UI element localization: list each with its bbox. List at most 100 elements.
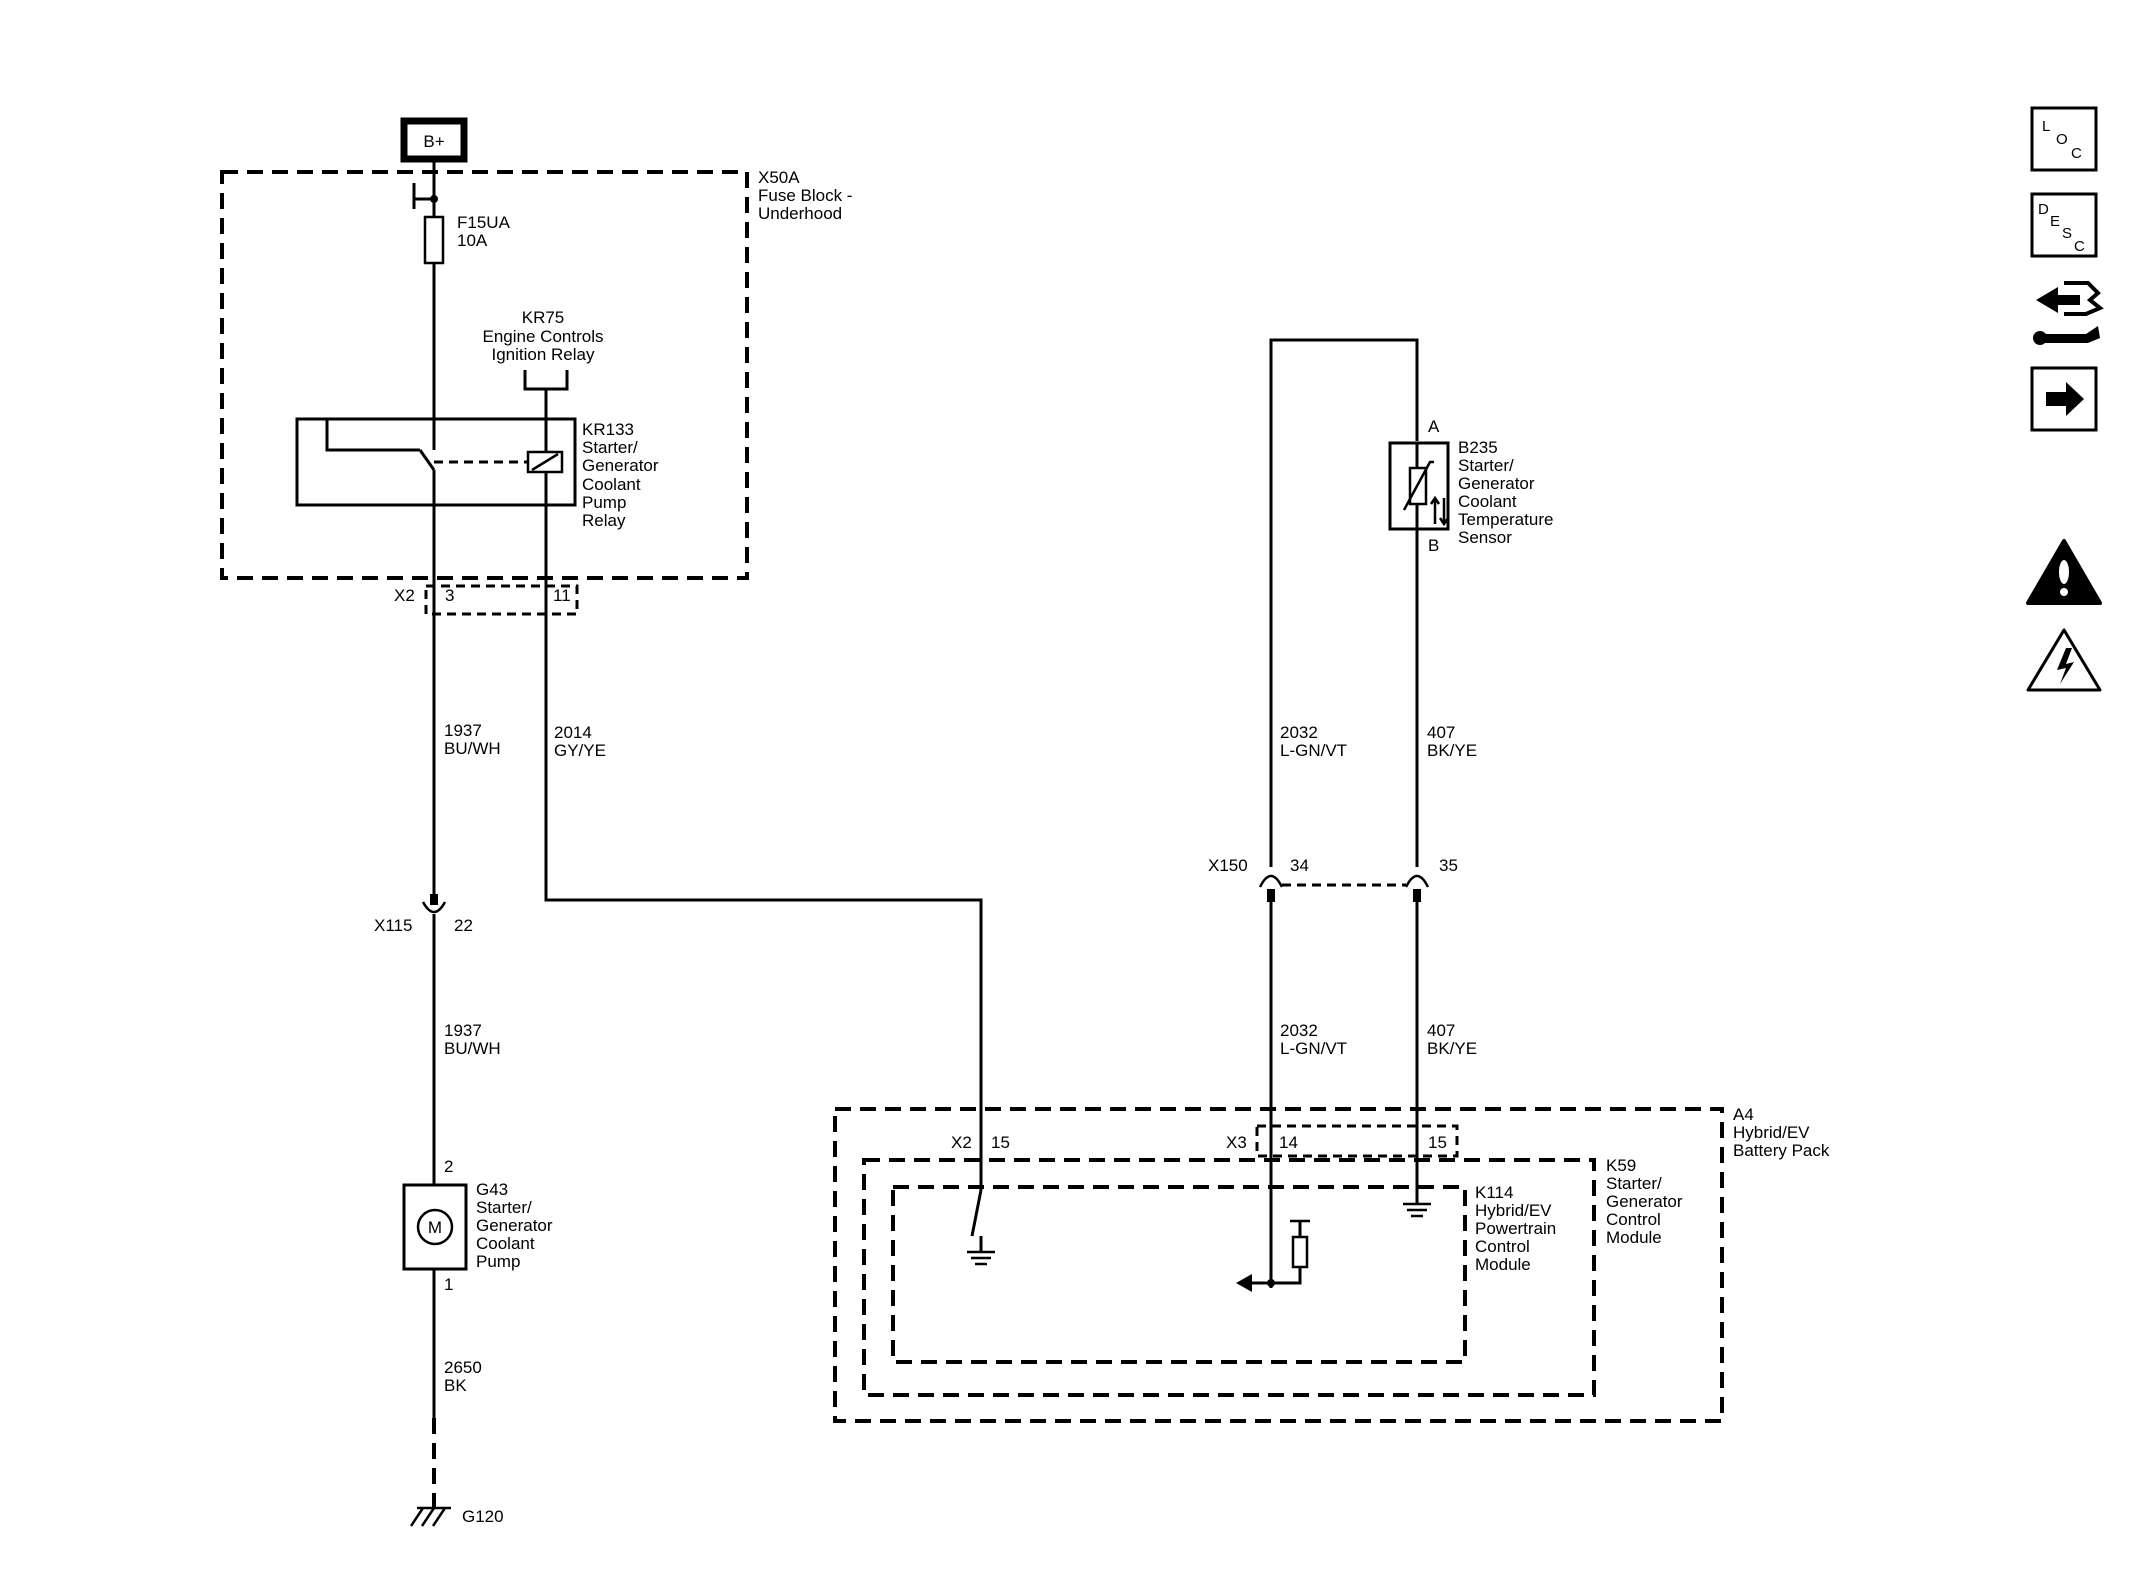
x115-id: X115 [374,916,412,935]
svg-text:Sensor: Sensor [1458,528,1512,547]
pack-x3-pin-14: 14 [1279,1133,1298,1152]
svg-text:C: C [2074,238,2085,255]
signal-input-arrow-icon [1236,1274,1252,1292]
wire-1937-color: BU/WH [444,739,501,758]
battery-pack-label: A4 Hybrid/EV Battery Pack [1733,1105,1830,1160]
relay-kr133-box [295,417,577,507]
fuse-block-name-2: Underhood [758,204,842,223]
pack-x2-pin: 15 [991,1133,1010,1152]
x150-socket-34 [1258,874,1284,888]
svg-text:Hybrid/EV: Hybrid/EV [1733,1123,1810,1142]
fuse-block-x2-connector [424,584,579,616]
x150-pin-35 [1413,889,1421,902]
sensor-pin-b: B [1428,536,1439,555]
fuse-id: F15UA [457,213,511,232]
svg-text:Hybrid/EV: Hybrid/EV [1475,1201,1552,1220]
x150-id: X150 [1208,856,1248,875]
x2-id: X2 [394,586,415,605]
x150-pin-34-num: 34 [1290,856,1309,875]
x150-pin-35-num: 35 [1439,856,1458,875]
svg-text:Coolant: Coolant [1458,492,1517,511]
svg-text:Powertrain: Powertrain [1475,1219,1556,1238]
pack-x3-pin-15: 15 [1428,1133,1447,1152]
sensor-loop-wire [1269,338,1419,867]
thermistor-slash [1402,460,1434,511]
svg-text:L: L [2042,118,2050,135]
kr75-line2: Ignition Relay [491,345,595,364]
svg-text:Control: Control [1606,1210,1661,1229]
description-icon[interactable]: D E S C [2030,192,2098,258]
wire-2032-color: L-GN/VT [1280,741,1347,760]
svg-text:Temperature: Temperature [1458,510,1553,529]
wire-1937b-circuit: 1937 [444,1021,482,1040]
fuse-rating: 10A [457,231,488,250]
svg-text:Generator: Generator [1606,1192,1683,1211]
svg-text:K114: K114 [1475,1183,1513,1202]
x2-pin-11: 11 [553,586,571,605]
kr75-bracket [523,370,569,391]
svg-text:Relay: Relay [582,511,626,530]
wire-2032-circuit: 2032 [1280,723,1318,742]
wire-2650-color: BK [444,1376,467,1395]
svg-text:Starter/: Starter/ [476,1198,532,1217]
fuse-block-id: X50A [758,168,800,187]
wire-1937-circuit: 1937 [444,721,482,740]
svg-text:B235: B235 [1458,438,1498,457]
wire-407b-circuit: 407 [1427,1021,1455,1040]
svg-text:E: E [2050,213,2060,230]
location-icon[interactable]: L O C [2030,106,2098,172]
fuse-block-outline [220,170,749,580]
connector-repair-icon[interactable] [2033,281,2104,345]
svg-text:Coolant: Coolant [476,1234,535,1253]
ground-g120: G120 [462,1507,504,1526]
sensor-pin-a: A [1428,417,1440,436]
motor-icon [416,1208,454,1246]
svg-text:Pump: Pump [476,1252,520,1271]
pack-x3-id: X3 [1226,1133,1247,1152]
k114-label: K114 Hybrid/EV Powertrain Control Module [1475,1183,1556,1274]
wire-2014 [544,505,983,1190]
svg-text:Generator: Generator [476,1216,553,1235]
svg-text:Coolant: Coolant [582,475,641,494]
sensor-b235-label: B235 Starter/ Generator Coolant Temperat… [1458,438,1553,547]
kr75-id: KR75 [522,308,565,327]
kr75-line1: Engine Controls [483,327,604,346]
wire-407b-color: BK/YE [1427,1039,1477,1058]
fuse-f15ua [423,215,445,265]
pump-pin-2: 2 [444,1157,453,1176]
svg-text:Generator: Generator [1458,474,1535,493]
k59-module-outline [862,1158,1596,1397]
pack-x3-connector [1255,1124,1459,1158]
bus-junction [430,195,438,203]
next-arrow-icon[interactable] [2030,366,2098,432]
relay-switch-arm [418,449,436,471]
x150-socket-35 [1404,874,1430,888]
bus-stub [412,183,434,209]
b-plus-label: B+ [423,132,444,151]
temperature-arrows-icon [1429,495,1450,527]
svg-text:K59: K59 [1606,1156,1636,1175]
wire-407-circuit: 407 [1427,723,1455,742]
motor-symbol: M [428,1218,442,1237]
svg-text:O: O [2056,131,2068,148]
svg-text:Control: Control [1475,1237,1530,1256]
relay-kr133-label: KR133 Starter/ Generator Coolant Pump Re… [582,420,659,530]
pump-g43-label: G43 Starter/ Generator Coolant Pump [476,1180,553,1271]
k59-label: K59 Starter/ Generator Control Module [1606,1156,1683,1247]
wire-2014-color: GY/YE [554,741,606,760]
wire-2032b-circuit: 2032 [1280,1021,1318,1040]
svg-text:Starter/: Starter/ [582,438,638,457]
x115-pin [430,894,438,905]
x115-socket [421,901,447,914]
relay-contact-ground [325,419,420,452]
svg-text:Generator: Generator [582,456,659,475]
svg-text:D: D [2038,201,2049,218]
x150-pin-34 [1267,889,1275,902]
wire-1937b-color: BU/WH [444,1039,501,1058]
electrical-hazard-icon [2026,628,2102,692]
svg-text:S: S [2062,225,2072,242]
pump-pin-1: 1 [444,1275,453,1294]
internal-ground-icon [967,1250,995,1266]
wire-2032b-color: L-GN/VT [1280,1039,1347,1058]
relay-coil-slash [531,452,559,472]
